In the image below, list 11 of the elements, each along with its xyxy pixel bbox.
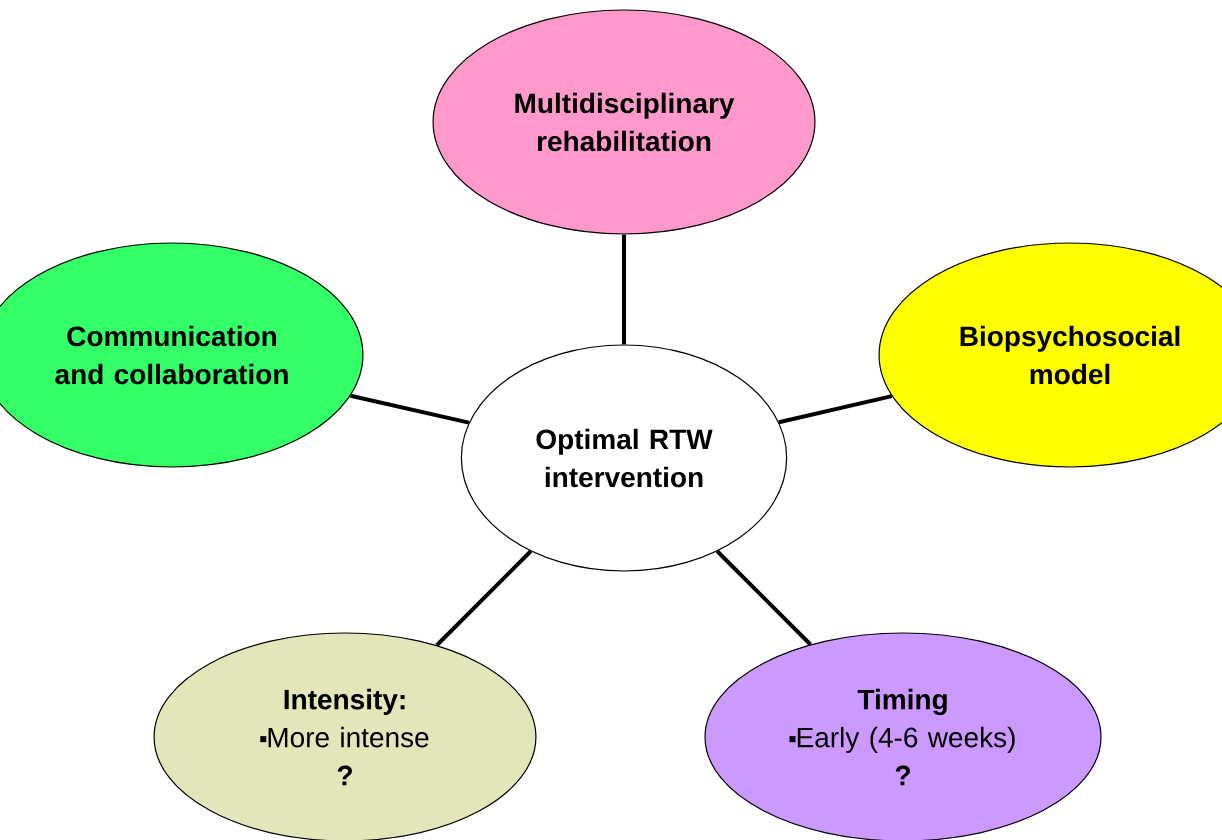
- connector-line: [350, 393, 470, 425]
- oval-bubble: Multidisciplinary rehabilitation: [432, 9, 816, 235]
- oval-bubble: Biopsychosocial model: [878, 242, 1222, 468]
- oval-bubble: Intensity: More intense ?: [153, 632, 537, 840]
- oval-bubble: Communication and collaboration: [0, 242, 364, 468]
- oval-bubble: Optimal RTW intervention: [460, 344, 788, 572]
- connector-line: [435, 549, 533, 647]
- connector-line: [715, 549, 812, 646]
- connector-line: [778, 394, 893, 425]
- oval-bubble: Timing Early (4-6 weeks) ?: [704, 632, 1102, 840]
- connector-line: [622, 234, 626, 345]
